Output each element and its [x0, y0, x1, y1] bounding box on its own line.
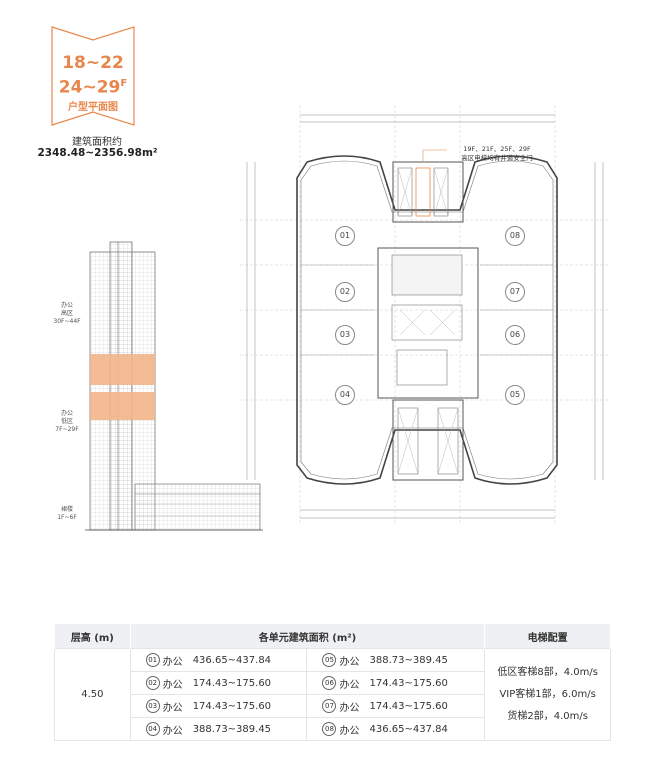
elevator-item: 低区客梯8部，4.0m/s: [497, 666, 598, 678]
elevator-config-cell: 低区客梯8部，4.0m/s VIP客梯1部，6.0m/s 货梯2部，4.0m/s: [484, 648, 611, 741]
header-floor-height: 层高 (m): [54, 624, 131, 649]
area-label: 建筑面积约: [72, 137, 122, 148]
badge-line1: 18~22: [62, 53, 124, 73]
tower-label-low: 办公 低区 7F~29F: [55, 410, 79, 433]
plan-unit-06: 06: [505, 325, 525, 345]
area-value: 2348.48~2356.98m²: [37, 147, 158, 159]
elevator-item: 货梯2部，4.0m/s: [507, 710, 588, 722]
tower-elevation: 办公 高区 30F~44F 办公 低区 7F~29F 裙楼 1F~6F: [53, 232, 265, 546]
badge-frame: [51, 26, 135, 126]
badge-line2: 24~29F: [58, 77, 128, 98]
plan-unit-07: 07: [505, 282, 525, 302]
header-elevator: 电梯配置: [484, 624, 611, 649]
floor-height-value: 4.50: [54, 648, 131, 741]
tower-label-podium: 裙楼 1F~6F: [57, 506, 77, 521]
badge-line3: 户型平面图: [68, 102, 118, 113]
plan-unit-03: 03: [335, 325, 355, 345]
plan-unit-05: 05: [505, 385, 525, 405]
plan-unit-02: 02: [335, 282, 355, 302]
header-unit-area: 各单元建筑面积 (m²): [129, 624, 486, 649]
elevator-note: 19F、21F、25F、29F 高区电梯均有井道安全门: [461, 145, 533, 162]
plan-unit-08: 08: [505, 226, 525, 246]
floor-range-badge: 18~22 24~29F 户型平面图: [51, 26, 135, 126]
floor-plan: 01 02 03 04 05 06 07 08: [235, 100, 615, 544]
spec-table-header: 层高 (m) 各单元建筑面积 (m²) 电梯配置: [54, 624, 611, 649]
plan-unit-01: 01: [335, 226, 355, 246]
floor-plan-drawing: [240, 105, 610, 525]
tower-label-high: 办公 高区 30F~44F: [53, 302, 81, 325]
elevator-item: VIP客梯1部，6.0m/s: [499, 688, 596, 700]
tower-drawing: [85, 241, 263, 531]
plan-unit-04: 04: [335, 385, 355, 405]
